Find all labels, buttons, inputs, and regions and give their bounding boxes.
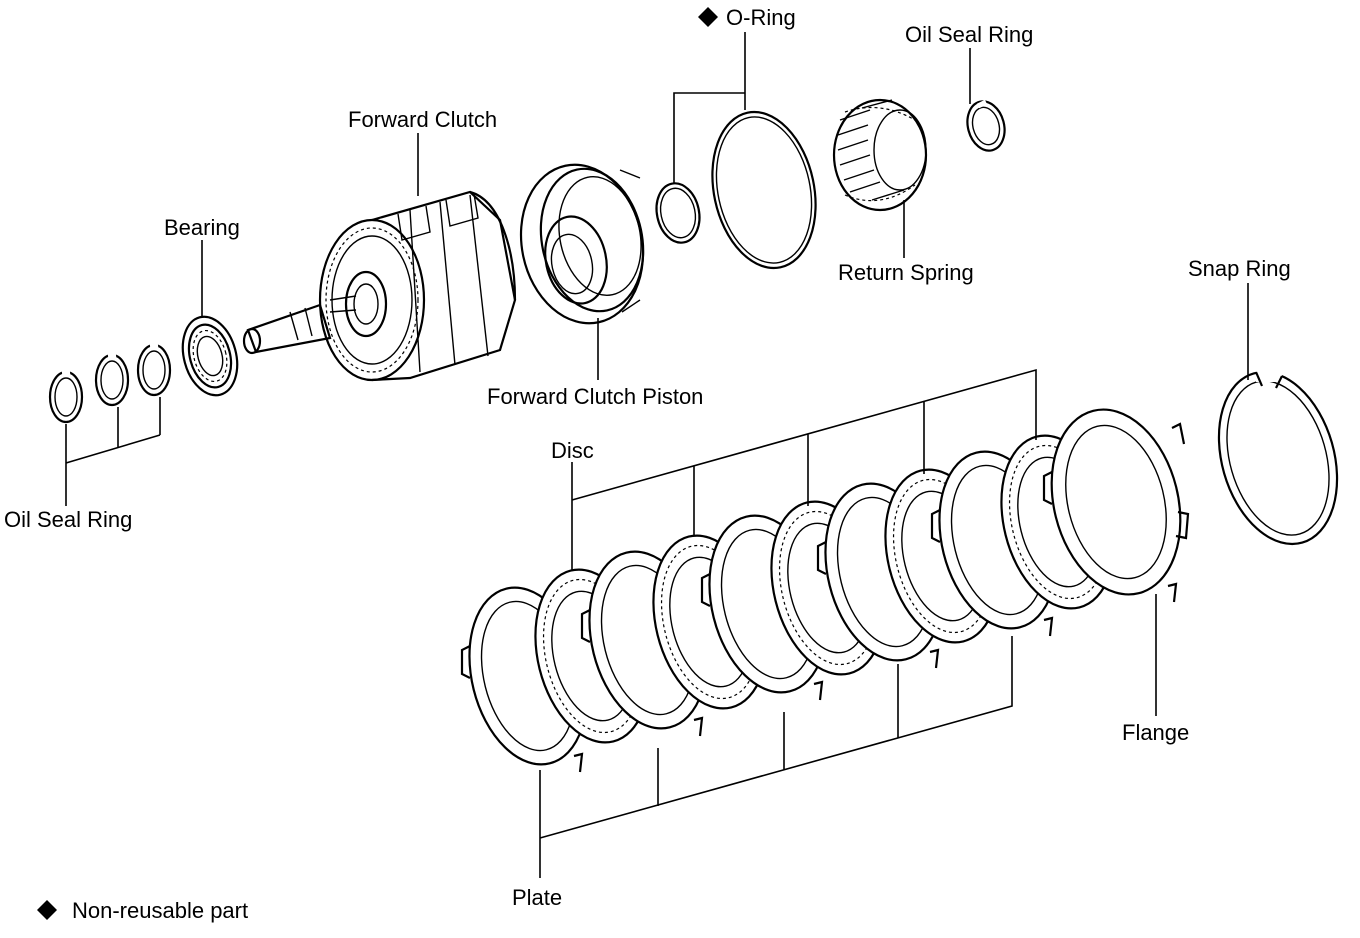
legend: Non-reusable part xyxy=(37,898,248,923)
label-flange: Flange xyxy=(1122,720,1189,745)
oil-seal-rings-left xyxy=(48,343,172,424)
legend-diamond-icon xyxy=(37,900,57,920)
forward-clutch-part xyxy=(242,190,517,382)
return-spring-part xyxy=(832,98,928,212)
label-o-ring: O-Ring xyxy=(726,5,796,30)
flange-part xyxy=(1042,408,1190,603)
label-return-spring: Return Spring xyxy=(838,260,974,285)
label-oil-seal-ring-left: Oil Seal Ring xyxy=(4,507,132,532)
oil-seal-ring-top-part xyxy=(966,99,1006,152)
label-snap-ring: Snap Ring xyxy=(1188,256,1291,281)
bearing-part xyxy=(181,315,239,397)
leader-plate xyxy=(539,636,1013,878)
forward-clutch-piston-part xyxy=(519,163,645,325)
label-plate: Plate xyxy=(512,885,562,910)
o-ring-small xyxy=(655,182,701,244)
label-forward-clutch-piston: Forward Clutch Piston xyxy=(487,384,703,409)
o-ring-large xyxy=(711,110,817,270)
leader-oil-seal-ring-left xyxy=(65,397,161,506)
snap-ring-part xyxy=(1217,364,1339,546)
leader-o-ring xyxy=(673,32,746,183)
leader-disc xyxy=(571,368,1037,570)
label-forward-clutch: Forward Clutch xyxy=(348,107,497,132)
label-bearing: Bearing xyxy=(164,215,240,240)
label-oil-seal-ring-top: Oil Seal Ring xyxy=(905,22,1033,47)
label-disc: Disc xyxy=(551,438,594,463)
clutch-pack xyxy=(460,408,1190,773)
legend-text: Non-reusable part xyxy=(72,898,248,923)
non-reusable-diamond-icon xyxy=(698,7,718,27)
